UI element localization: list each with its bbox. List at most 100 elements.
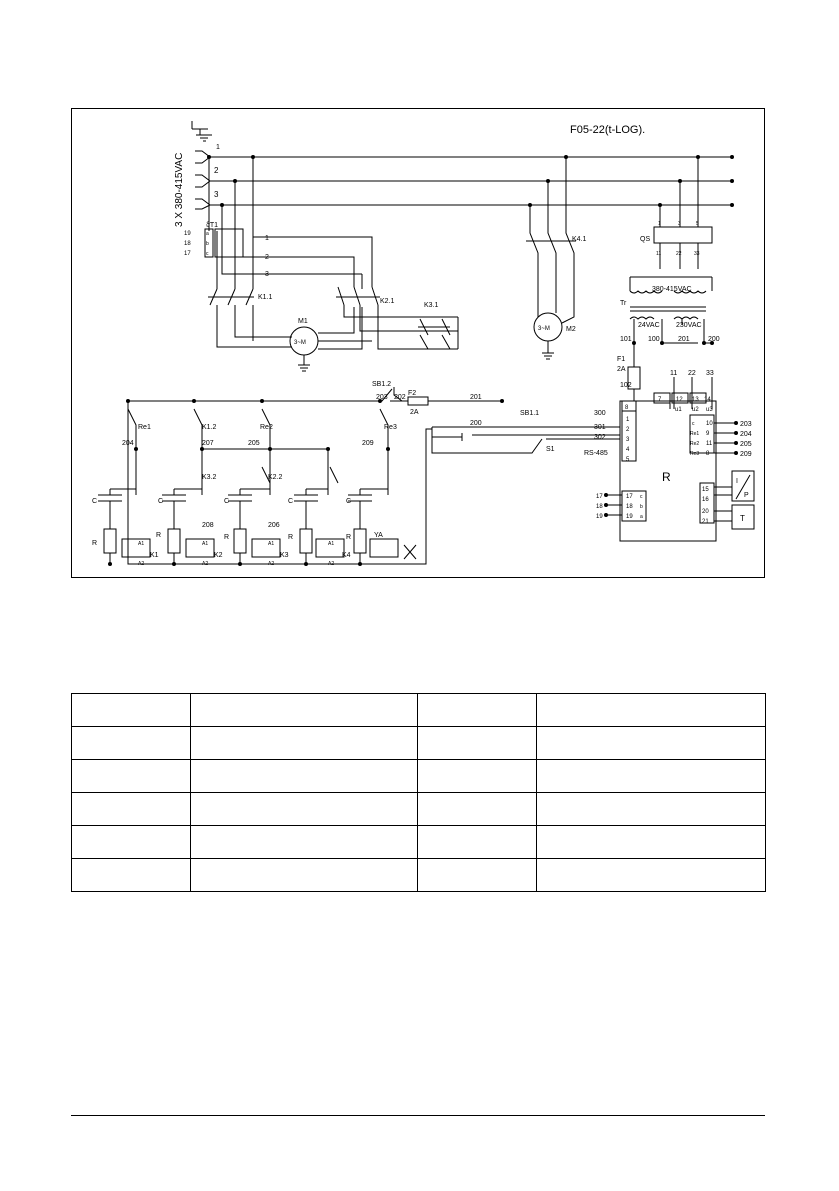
table-cell [71, 825, 191, 859]
sensor-symbol-t: T [740, 514, 745, 523]
wire-201: 201 [470, 394, 482, 401]
qs-top-3: 3 [678, 221, 681, 227]
phase-2-label: 2 [214, 166, 219, 175]
thermal-letter-b: b [206, 241, 209, 247]
wire-100: 100 [648, 336, 660, 343]
table-cell [417, 858, 537, 892]
thermal-term-19: 19 [184, 231, 191, 237]
coil-k2-a2: A2 [202, 561, 208, 567]
res-r3: R [224, 534, 229, 541]
motor-m1-symbol: 3~M [294, 340, 306, 346]
qs-bottom-33: 33 [694, 251, 700, 257]
s1-label: S1 [546, 446, 555, 453]
wire-2-label: 2 [265, 254, 269, 261]
thermal-letter-a: a [206, 231, 209, 237]
qs-top-1: 1 [658, 221, 661, 227]
wire-102: 102 [620, 382, 632, 389]
coil-k4-a1: A1 [328, 541, 334, 547]
coil-k4: K4 [342, 552, 351, 559]
phase-3-label: 3 [214, 190, 219, 199]
thermal-term-18: 18 [184, 241, 191, 247]
wiring-schematic: F05-22(t-LOG). 3 X 380-415VAC 1 2 3 1 2 … [92, 121, 755, 567]
supply-voltage-label: 3 X 380-415VAC [174, 153, 185, 227]
res-r5: R [346, 534, 351, 541]
sensor-letter-c: c [640, 494, 643, 500]
ctrl-wire-205: 205 [740, 441, 752, 448]
tr-sec-24: 24VAC [638, 322, 660, 329]
thermal-letter-c: c [206, 251, 209, 257]
phase-1-label: 1 [216, 144, 220, 151]
ctrl-u3: u3 [706, 407, 713, 413]
sb12-label: SB1.2 [372, 381, 391, 388]
table-row [71, 825, 766, 859]
table-cell [71, 792, 191, 826]
thermal-term-17: 17 [184, 251, 191, 257]
ctrl-left-5: 5 [626, 457, 630, 463]
table-cell [536, 759, 766, 793]
table-cell [536, 825, 766, 859]
ctrl-left-4: 4 [626, 447, 630, 453]
tr-sec-230: 230VAC [676, 322, 702, 329]
motor-m2-symbol: 3~M [538, 326, 550, 332]
relay-re2: Re2 [260, 424, 273, 431]
wire-201-top: 201 [678, 336, 690, 343]
ctrl-wire-204: 204 [740, 431, 752, 438]
sb11-label: SB1.1 [520, 410, 539, 417]
contact-k12: K1.2 [202, 424, 217, 431]
contact-k41: K4.1 [572, 236, 587, 243]
table-row [71, 858, 766, 892]
io-term-16: 16 [702, 497, 709, 503]
coil-k3-a2: A2 [268, 561, 274, 567]
table-cell [536, 858, 766, 892]
motor-m2-label: M2 [566, 326, 576, 333]
table-cell [190, 726, 418, 760]
contact-k21: K2.1 [380, 298, 395, 305]
coil-k2-a1: A1 [202, 541, 208, 547]
rs485-label: RS-485 [584, 450, 608, 457]
ctrl-right-label-re3: Re3 [690, 451, 699, 457]
table-row [71, 759, 766, 793]
wire-1-label: 1 [265, 235, 269, 242]
table-row [71, 792, 766, 826]
fuse-f1-label: F1 [617, 356, 625, 363]
table-cell [190, 792, 418, 826]
wire-302: 302 [594, 434, 606, 441]
table-cell [417, 825, 537, 859]
coil-k1-a2: A2 [138, 561, 144, 567]
contact-k31: K3.1 [424, 302, 439, 309]
coil-k2: K2 [214, 552, 223, 559]
table-cell [71, 858, 191, 892]
coil-k3-a1: A1 [268, 541, 274, 547]
qs-bottom-11: 11 [656, 251, 661, 257]
cap-c1: C [92, 498, 97, 505]
io-term-20: 20 [702, 509, 709, 515]
coil-k1: K1 [150, 552, 159, 559]
sensor-symbol-p: P [744, 492, 749, 499]
footer-rule [71, 1115, 765, 1116]
ctrl-right-label-re1: Re1 [690, 431, 699, 437]
sensor-box-19: 19 [626, 514, 633, 520]
sensor-box-18: 18 [626, 504, 633, 510]
ctrl-top-8: 8 [625, 405, 629, 411]
ctrl-right-11: 11 [706, 441, 713, 447]
wire-301: 301 [594, 424, 606, 431]
cap-c4: C [288, 498, 293, 505]
sensor-term-18: 18 [596, 504, 603, 510]
ctrl-top-14: 14 [704, 397, 711, 403]
schematic-frame: F05-22(t-LOG). 3 X 380-415VAC 1 2 3 1 2 … [71, 108, 765, 578]
table-cell [417, 759, 537, 793]
contact-k32: K3.2 [202, 474, 217, 481]
table-cell [71, 759, 191, 793]
wire-208: 208 [202, 522, 214, 529]
wire-206: 206 [268, 522, 280, 529]
table-body [71, 693, 766, 892]
table-row [71, 693, 766, 727]
table-cell [71, 726, 191, 760]
res-r1: R [92, 540, 97, 547]
ctrl-right-9: 9 [706, 431, 710, 437]
io-term-21: 21 [702, 519, 709, 525]
empty-table [71, 693, 766, 892]
table-cell [190, 693, 418, 727]
wire-11: 11 [670, 370, 677, 377]
table-row [71, 726, 766, 760]
